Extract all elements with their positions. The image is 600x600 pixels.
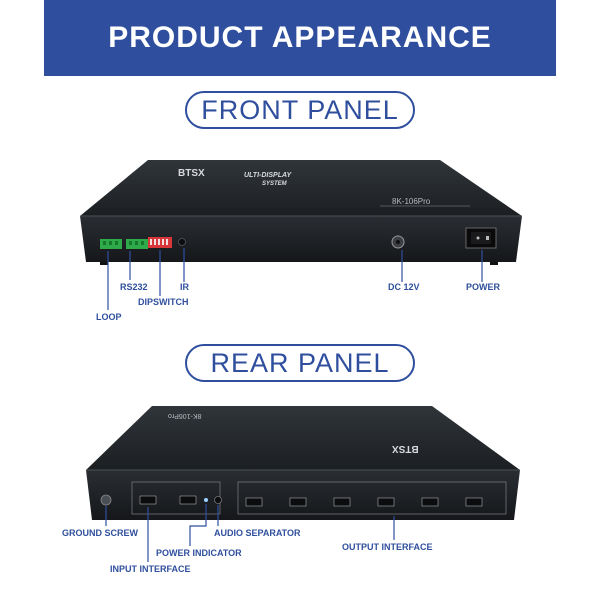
rear-panel-heading: REAR PANEL <box>185 344 415 382</box>
front-device-top <box>80 160 522 216</box>
label-rs232: RS232 <box>120 282 148 292</box>
page-title: PRODUCT APPEARANCE <box>108 21 492 54</box>
output-group-frame <box>237 481 507 515</box>
audio-port <box>214 496 222 504</box>
label-ir: IR <box>180 282 189 292</box>
label-dipswitch: DIPSWITCH <box>138 297 189 307</box>
power-indicator-led <box>204 498 208 502</box>
output-hdmi-port <box>377 497 395 507</box>
output-hdmi-port <box>289 497 307 507</box>
front-model: 8K-106Pro <box>392 197 431 206</box>
rear-brand: BTSX <box>392 443 419 454</box>
ground-screw <box>100 494 112 506</box>
label-audio-separator: AUDIO SEPARATOR <box>214 528 301 538</box>
output-hdmi-port <box>465 497 483 507</box>
output-hdmi-port <box>421 497 439 507</box>
rear-model: 8K-106Pro <box>168 412 202 419</box>
output-hdmi-port <box>333 497 351 507</box>
input-hdmi-port <box>179 495 197 505</box>
label-loop: LOOP <box>96 312 122 322</box>
front-brand: BTSX <box>178 168 205 179</box>
input-hdmi-port <box>139 495 157 505</box>
front-device-face <box>80 216 522 262</box>
rear-device-face <box>86 470 520 520</box>
label-ground-screw: GROUND SCREW <box>62 528 138 538</box>
label-power: POWER <box>466 282 501 292</box>
label-dc-12v: DC 12V <box>388 282 420 292</box>
rear-device-top <box>86 406 520 470</box>
front-logo-line-2: SYSTEM <box>262 181 287 187</box>
label-output-interface: OUTPUT INTERFACE <box>342 542 433 552</box>
label-input-interface: INPUT INTERFACE <box>110 564 191 574</box>
header-banner: PRODUCT APPEARANCE <box>44 0 556 76</box>
ir-port <box>178 238 186 246</box>
front-logo-line-1: ULTI-DISPLAY <box>244 172 292 179</box>
front-panel-heading: FRONT PANEL <box>185 91 415 129</box>
output-hdmi-port <box>245 497 263 507</box>
label-power-indicator: POWER INDICATOR <box>156 548 242 558</box>
